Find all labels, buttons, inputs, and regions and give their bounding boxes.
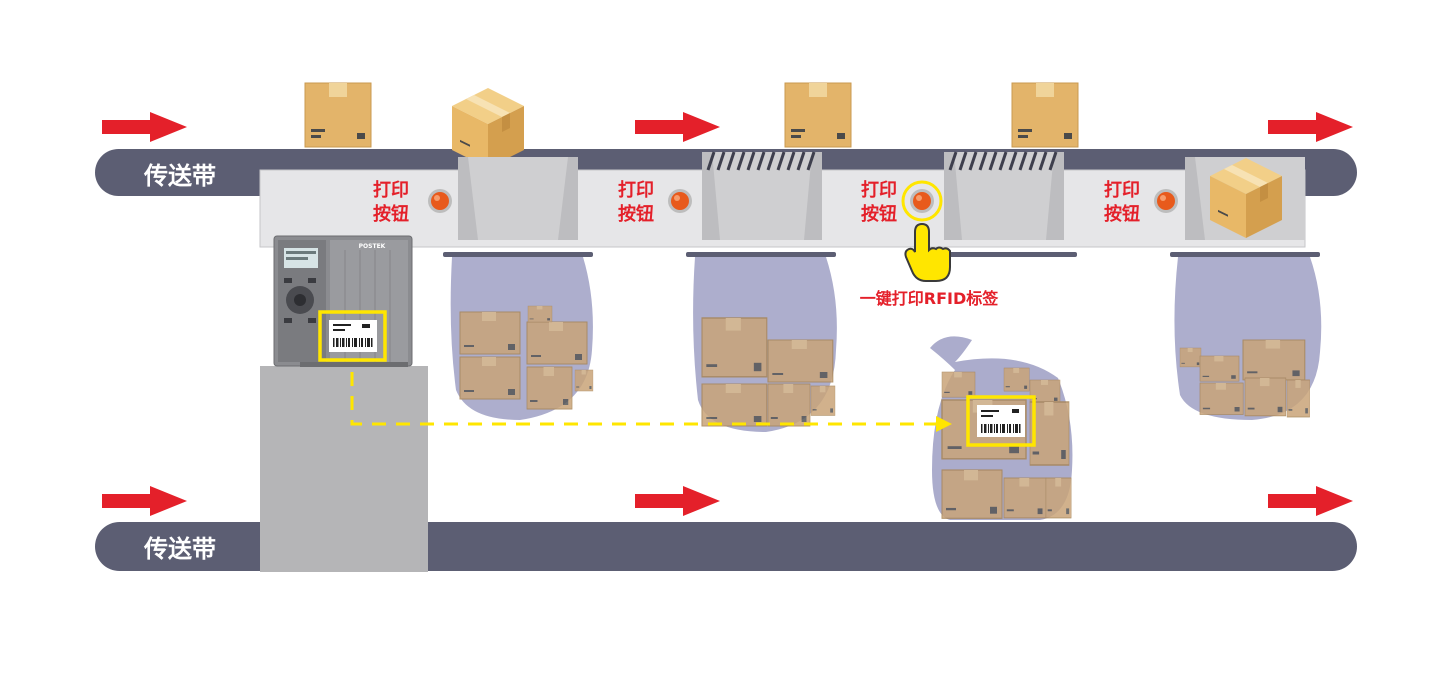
barcode-icon: [333, 324, 373, 347]
conveyor-top-label: 传送带: [143, 162, 216, 190]
flow-arrow-icon: [1268, 112, 1353, 142]
print-button-label: 按钮: [373, 203, 409, 225]
print-button-label: 打印: [373, 179, 409, 201]
print-button[interactable]: [1154, 189, 1178, 213]
print-button[interactable]: [428, 189, 452, 213]
cardboard-box-icon: [1011, 82, 1079, 148]
sorting-bag-3: [1174, 257, 1322, 420]
flow-arrow-icon: [635, 112, 720, 142]
print-button-group-1: 打印 按钮: [373, 179, 452, 225]
conveyor-bottom-label: 传送带: [143, 535, 216, 563]
print-button-group-4: 打印 按钮: [1104, 179, 1178, 225]
print-button-group-3: 打印 按钮: [861, 179, 943, 225]
label-transfer-path: [350, 372, 952, 432]
print-button-label: 打印: [1104, 179, 1140, 201]
flow-arrow-icon: [1268, 486, 1353, 516]
printer-brand: POSTEK: [359, 243, 386, 250]
print-button-label: 按钮: [618, 203, 654, 225]
print-button-label: 按钮: [861, 203, 897, 225]
print-button-label: 打印: [861, 179, 897, 201]
hand-pointer-icon: [904, 222, 951, 282]
cardboard-box-icon: [784, 82, 852, 148]
conveyor-belt-bottom: 传送带: [95, 520, 1357, 572]
flow-arrow-icon: [102, 112, 187, 142]
flow-arrow-icon: [635, 486, 720, 516]
rfid-callout-text: 一键打印RFID标签: [860, 289, 999, 308]
print-button-group-2: 打印 按钮: [618, 179, 692, 225]
flow-arrow-icon: [102, 486, 187, 516]
barcode-icon: [981, 409, 1021, 433]
print-button-label: 按钮: [1104, 203, 1140, 225]
cardboard-box-icon: [304, 82, 372, 148]
printer-keypad[interactable]: [284, 278, 316, 323]
sorting-bag-2: [693, 257, 837, 432]
sealed-bag: [930, 336, 1073, 520]
print-button[interactable]: [668, 189, 692, 213]
print-button-label: 打印: [618, 179, 654, 201]
sorting-bag-1: [450, 257, 594, 420]
print-button-highlighted[interactable]: [901, 180, 943, 222]
rfid-label: [966, 395, 1036, 447]
